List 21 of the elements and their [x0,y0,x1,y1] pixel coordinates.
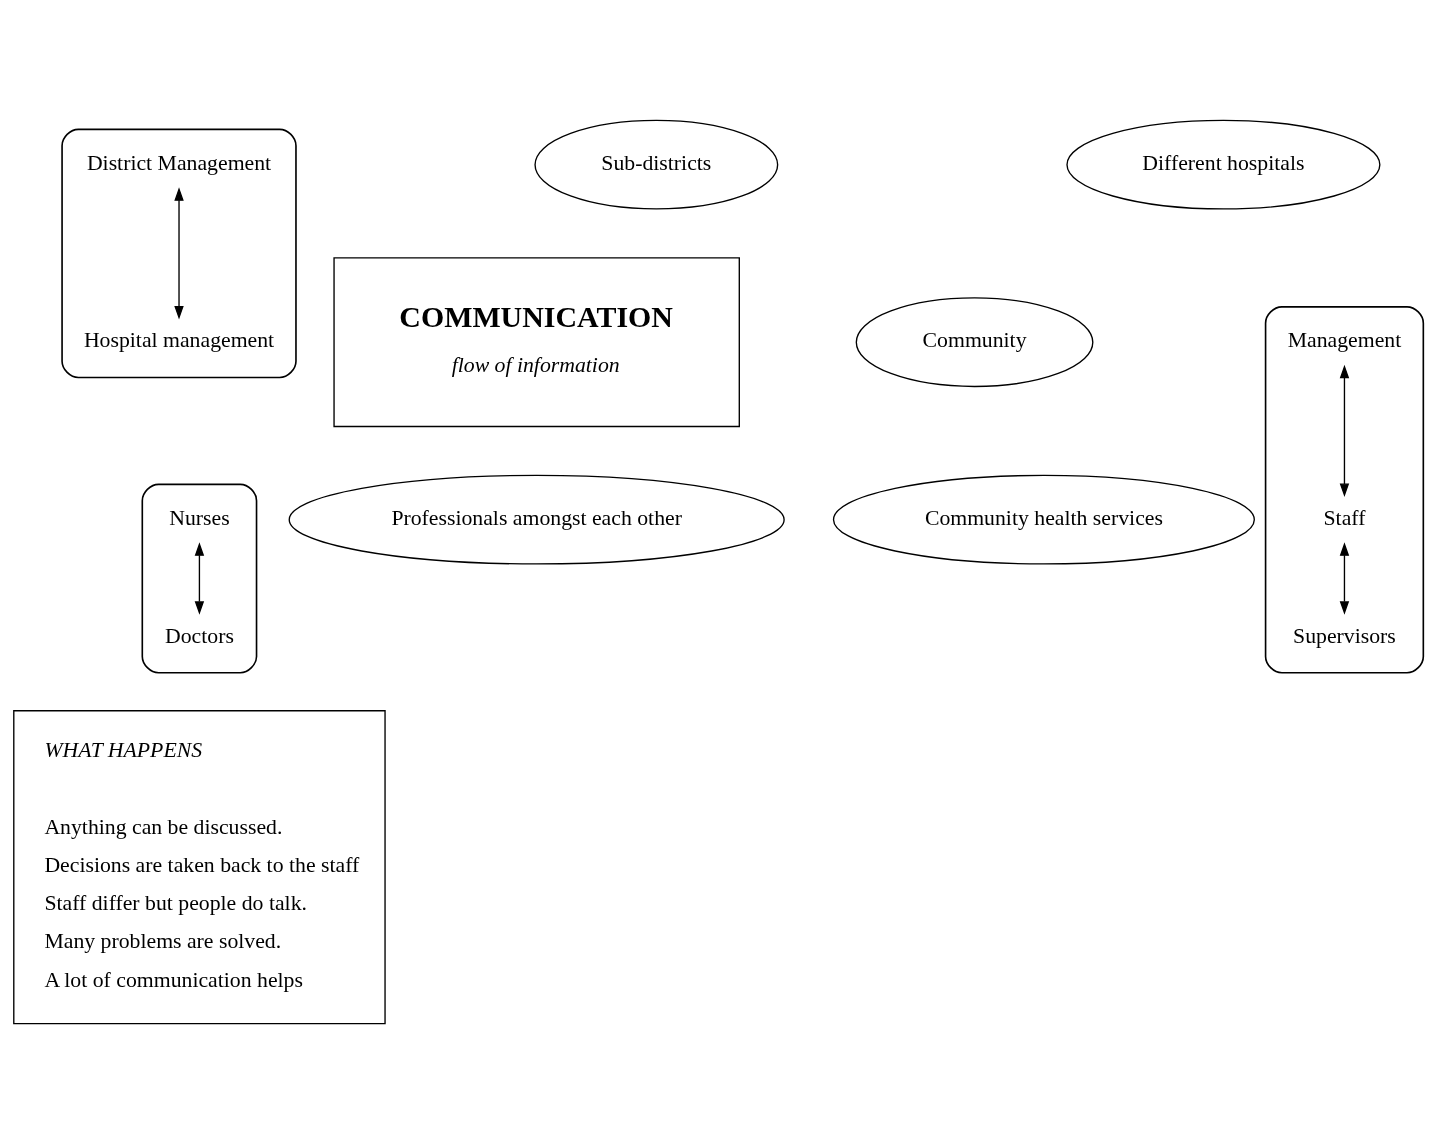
node-text: Supervisors [1293,623,1396,648]
node-box: WHAT HAPPENS Anything can be discussed. Decisions are taken back to the staff Staff differ but people do talk. Many problems are solved. A lot of communication helps [13,710,386,1025]
cluster [61,128,297,379]
cluster [1264,306,1425,674]
node-ellipse: Professionals amongst each other [288,474,785,565]
arrow [1339,542,1350,615]
arrow [174,187,184,320]
node-text: Staff [1323,505,1366,530]
cluster [141,483,258,674]
node-text: District Management [86,150,272,175]
node-box: COMMUNICATION flow of information [333,257,740,428]
node-text: Nurses [169,505,230,530]
node-text: Management [1287,328,1402,353]
arrow [194,542,205,615]
node-text: Doctors [164,623,234,648]
node-ellipse: Community health services [832,474,1255,565]
node-text: Hospital management [83,328,275,353]
node-ellipse: Sub-districts [534,119,779,210]
node-ellipse: Different hospitals [1066,119,1381,210]
arrow [1339,364,1350,498]
node-ellipse: Community [855,297,1094,388]
